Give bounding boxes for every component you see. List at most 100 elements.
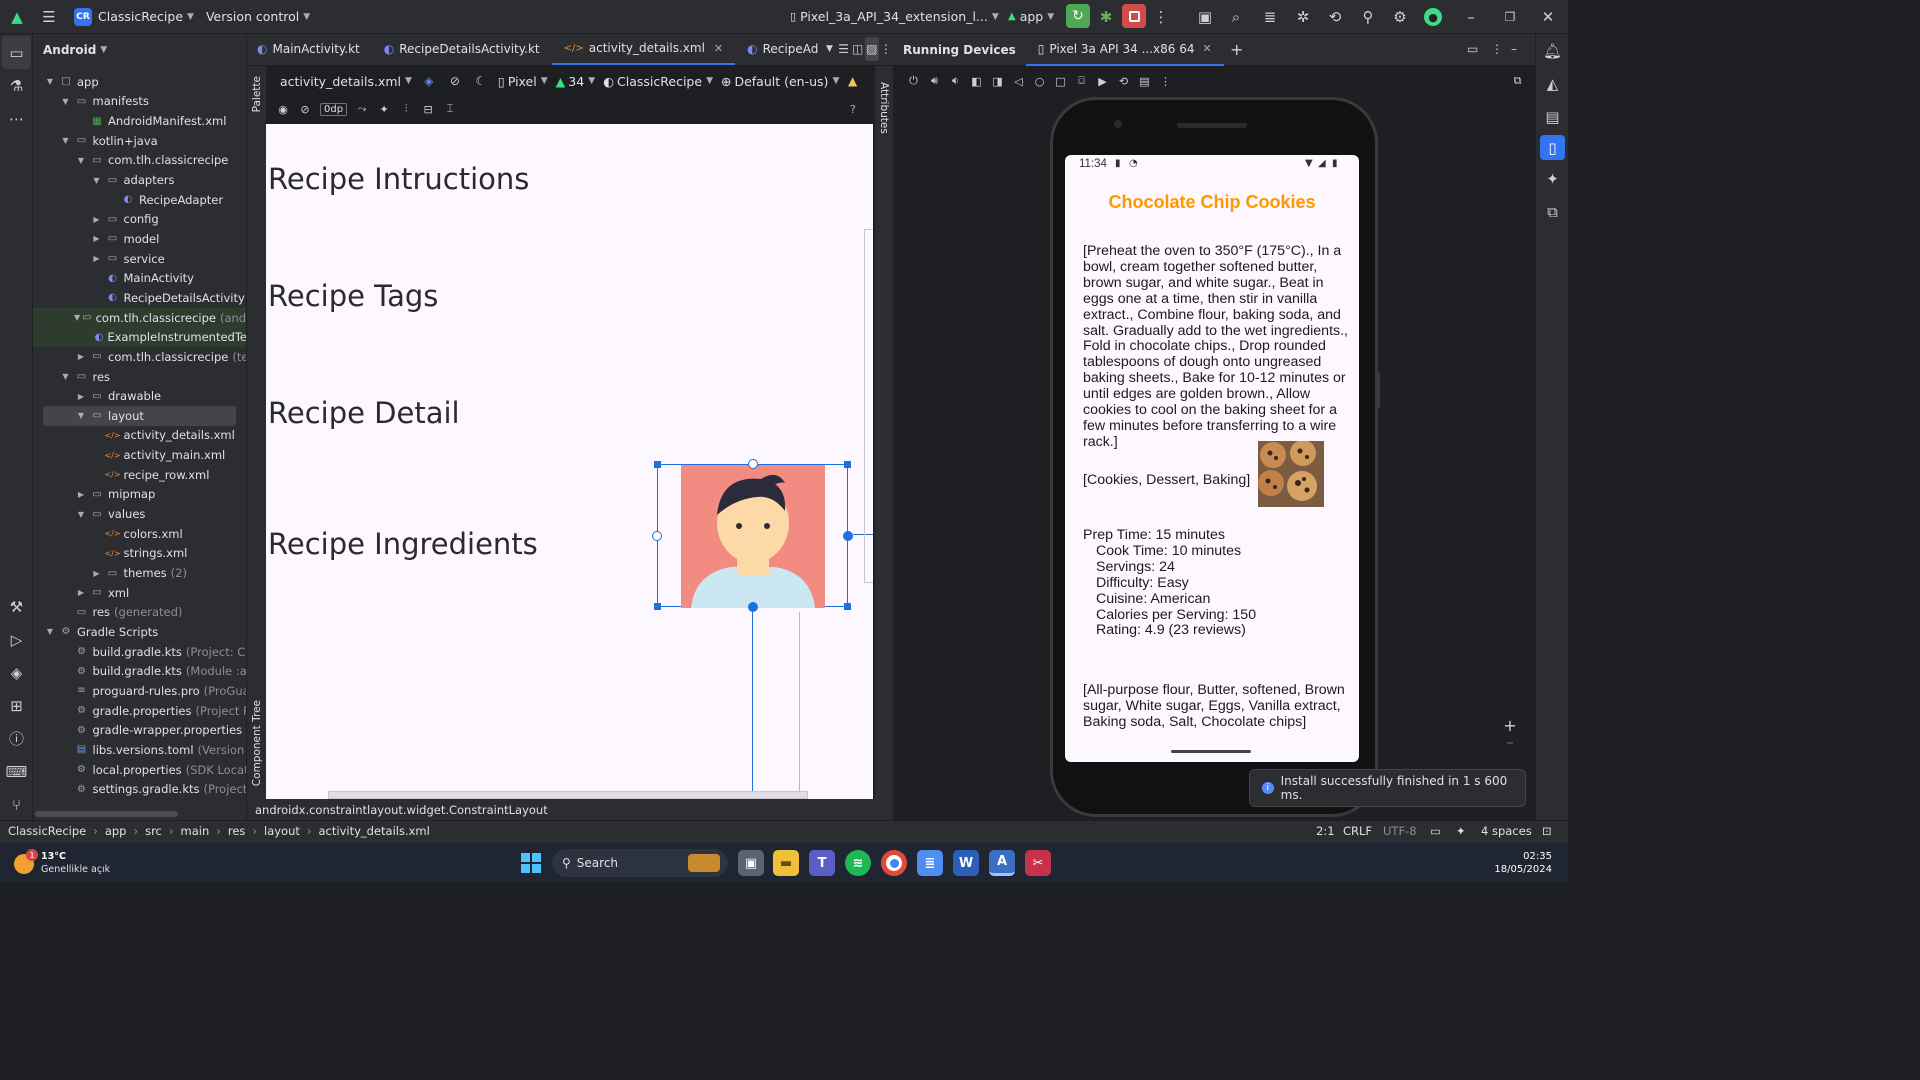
lock-icon[interactable]: ⊡: [1542, 824, 1552, 838]
resize-handle[interactable]: [844, 603, 851, 610]
layout-design-canvas[interactable]: Recipe Intructions Recipe Tags Recipe De…: [266, 124, 873, 799]
file-encoding[interactable]: UTF-8: [1383, 824, 1417, 838]
tab-activity-details-xml[interactable]: </>activity_details.xml✕: [551, 33, 736, 65]
chevron-down-icon[interactable]: ▼: [46, 627, 54, 637]
tab-device-pixel3a[interactable]: ▯ Pixel 3a API 34 ...x86 64 ✕: [1025, 34, 1224, 66]
stop-icon[interactable]: [1122, 4, 1146, 28]
tree-item[interactable]: </>recipe_row.xml: [90, 465, 209, 485]
ai-assist-icon[interactable]: ✦: [1456, 824, 1466, 838]
chevron-right-icon[interactable]: ▶: [93, 568, 100, 578]
tab-recipeadapter[interactable]: ◐RecipeAd: [735, 33, 822, 65]
tab-recipedetailsactivity[interactable]: ◐RecipeDetailsActivity.kt: [372, 33, 552, 65]
tree-item[interactable]: ▼▭adapters: [90, 170, 174, 190]
breadcrumb-item[interactable]: layout: [264, 824, 300, 838]
run-config-selector[interactable]: ▲ app ▼: [1002, 3, 1060, 31]
component-tree-label[interactable]: Component Tree: [251, 700, 263, 787]
notifications-icon[interactable]: 🔔︎: [1542, 41, 1563, 60]
tree-item[interactable]: ▶▭com.tlh.classicrecipe(test): [74, 347, 246, 367]
mirror-icon[interactable]: ⧉: [1513, 74, 1522, 87]
android-studio-taskbar-icon[interactable]: A: [989, 850, 1015, 876]
attributes-strip[interactable]: Attributes: [874, 66, 893, 799]
snipping-tool-icon[interactable]: ✂: [1025, 850, 1051, 876]
app-quality-icon[interactable]: ⊞: [10, 696, 23, 715]
constraint-anchor-bottom[interactable]: [748, 602, 758, 612]
taskbar-date[interactable]: 18/05/2024: [1494, 864, 1552, 875]
gesture-nav-bar[interactable]: [1171, 750, 1251, 753]
volume-up-icon[interactable]: 🔊︎: [931, 74, 938, 87]
file-selector[interactable]: activity_details.xml▼: [272, 67, 416, 95]
gemini-icon[interactable]: ✦: [1546, 169, 1559, 188]
warning-icon[interactable]: ▲: [848, 74, 858, 88]
resize-handle[interactable]: [844, 461, 851, 468]
line-separator[interactable]: CRLF: [1343, 824, 1373, 838]
tree-item[interactable]: ▼□app: [43, 72, 99, 92]
default-margin-field[interactable]: 0dp: [320, 102, 348, 116]
overview-icon[interactable]: □: [1055, 74, 1066, 88]
guidelines-icon[interactable]: ⫶: [404, 102, 408, 115]
chevron-right-icon[interactable]: ▶: [93, 234, 100, 244]
project-view-selector[interactable]: Android ▼: [33, 34, 246, 66]
gradle-tool-icon[interactable]: ◈: [10, 663, 23, 682]
constraint-anchor-left[interactable]: [652, 531, 662, 541]
indent-setting[interactable]: 4 spaces: [1481, 824, 1532, 838]
selected-image-view[interactable]: [652, 459, 853, 612]
taskbar-clock[interactable]: 02:35: [1523, 851, 1552, 862]
spotify-icon[interactable]: ≋: [845, 850, 871, 876]
canvas-text-instructions[interactable]: Recipe Intructions: [268, 162, 530, 196]
device-preview-selector[interactable]: ▯Pixel▼: [494, 67, 552, 95]
more-tools-icon[interactable]: ⋯: [9, 109, 24, 128]
tab-list-chevron-icon[interactable]: ▼: [825, 44, 833, 54]
resize-handle[interactable]: [654, 603, 661, 610]
device-mirror-icon[interactable]: ⧉: [1547, 202, 1558, 221]
file-explorer-icon[interactable]: ▬: [773, 850, 799, 876]
power-icon[interactable]: ⏻: [909, 74, 918, 87]
account-avatar-icon[interactable]: ●: [1424, 8, 1442, 26]
chevron-right-icon[interactable]: ▶: [77, 352, 85, 362]
weather-widget[interactable]: 1 13°C Genellikle açık: [12, 848, 110, 878]
chevron-right-icon[interactable]: ▶: [93, 254, 100, 264]
problems-icon[interactable]: ⓘ: [8, 730, 24, 748]
zoom-out-icon[interactable]: –: [1506, 735, 1514, 751]
tree-item[interactable]: ▼▭com.tlh.classicrecipe(andro: [33, 307, 246, 328]
tree-item[interactable]: ⚙local.properties(SDK Location: [59, 760, 246, 780]
canvas-text-detail[interactable]: Recipe Detail: [268, 396, 460, 430]
breadcrumb-item[interactable]: activity_details.xml: [318, 824, 430, 838]
breadcrumb-item[interactable]: main: [180, 824, 210, 838]
canvas-text-ingredients[interactable]: Recipe Ingredients: [268, 527, 538, 561]
minimize-icon[interactable]: –: [1467, 8, 1475, 26]
infer-constraints-icon[interactable]: ✦: [379, 102, 389, 116]
editor-more-icon[interactable]: ⋮: [879, 42, 892, 56]
resource-manager-icon[interactable]: ⚗: [9, 76, 24, 95]
zoom-in-icon[interactable]: +: [1503, 716, 1517, 735]
device-manager-icon[interactable]: ▣: [1197, 8, 1213, 26]
tree-item[interactable]: ▶▭mipmap: [74, 485, 155, 505]
home-icon[interactable]: ○: [1034, 74, 1045, 88]
chevron-right-icon[interactable]: ▶: [77, 391, 85, 401]
breadcrumb-item[interactable]: res: [227, 824, 246, 838]
teams-icon[interactable]: T: [809, 850, 835, 876]
canvas-text-tags[interactable]: Recipe Tags: [268, 279, 439, 313]
breadcrumb-item[interactable]: ClassicRecipe: [8, 824, 87, 838]
help-icon[interactable]: ?: [850, 102, 856, 116]
tree-item[interactable]: ▤libs.versions.toml(Version Cat: [59, 740, 246, 760]
tree-item[interactable]: ⚙settings.gradle.kts(Project Se: [59, 779, 246, 799]
close-tab-icon[interactable]: ✕: [713, 41, 724, 55]
panel-options-icon[interactable]: ⋮: [1491, 42, 1503, 56]
tree-item[interactable]: ⚙build.gradle.kts(Project: Class: [59, 642, 246, 662]
blueprint-icon[interactable]: ⊘: [449, 74, 460, 88]
git-icon[interactable]: ⑂: [11, 795, 21, 814]
device-file-explorer-icon[interactable]: ▤: [1545, 107, 1560, 126]
search-icon[interactable]: ⚲: [1362, 8, 1374, 26]
app-inspection-icon[interactable]: ⌕: [1231, 8, 1241, 26]
tree-item[interactable]: ◐MainActivity: [90, 269, 194, 289]
tree-item[interactable]: </>colors.xml: [90, 524, 182, 544]
tree-item[interactable]: ▼▭com.tlh.classicrecipe: [74, 151, 228, 171]
close-tab-icon[interactable]: ✕: [1202, 42, 1212, 55]
tree-item[interactable]: ◐ExampleInstrumentedTe: [33, 327, 246, 348]
chevron-right-icon[interactable]: ▶: [77, 588, 85, 598]
palette-strip[interactable]: Palette Component Tree: [247, 66, 267, 799]
tree-item[interactable]: ▶▭themes(2): [90, 563, 187, 583]
tree-item[interactable]: ▶▭xml: [74, 583, 129, 603]
chevron-down-icon[interactable]: ▼: [77, 411, 85, 421]
rotate-left-icon[interactable]: ◧: [971, 74, 982, 88]
